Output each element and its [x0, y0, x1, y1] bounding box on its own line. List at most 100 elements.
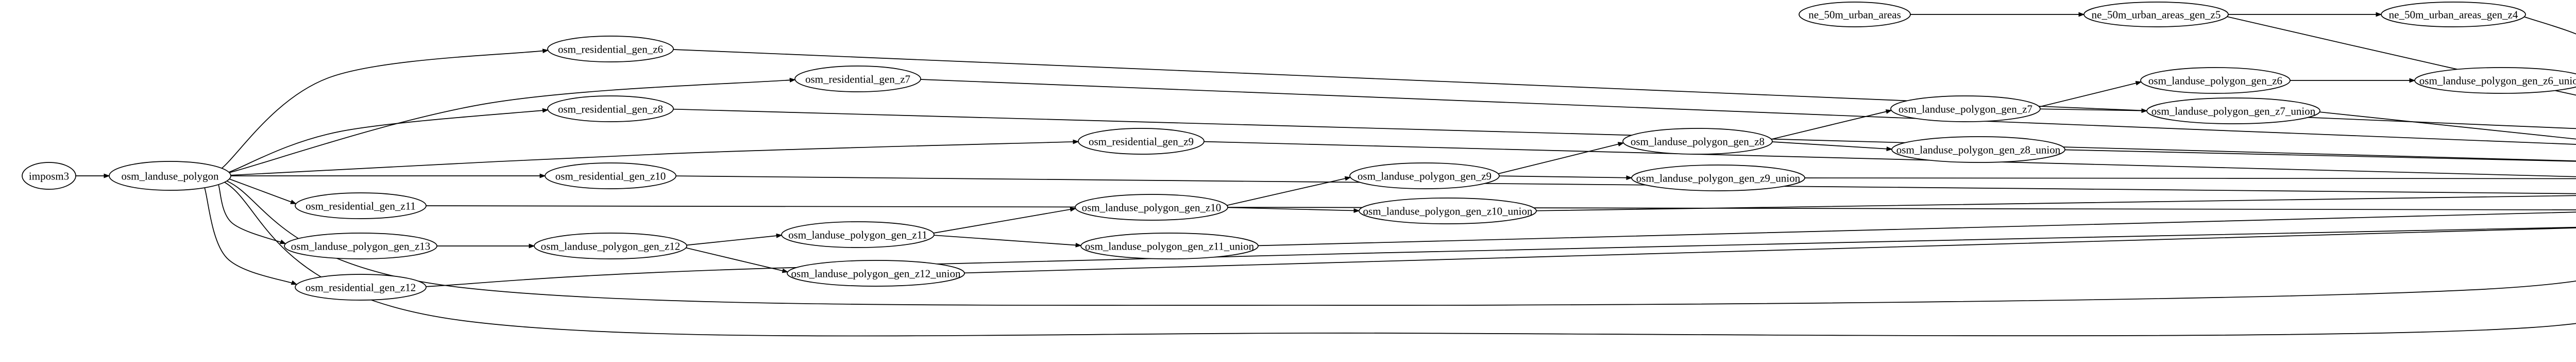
osm_landuse_polygon_gen_z13-label: osm_landuse_polygon_gen_z13	[291, 240, 431, 252]
osm_landuse_polygon_gen_z8-ellipse	[1622, 128, 1773, 155]
edge-osm_landuse_polygon-to-osm_residential_gen_z7	[229, 77, 796, 173]
node-imposm3: imposm3	[22, 162, 76, 190]
node-osm_landuse_polygon_gen_z6: osm_landuse_polygon_gen_z6	[2140, 67, 2291, 94]
node-osm_residential_gen_z6: osm_residential_gen_z6	[547, 36, 674, 62]
osm_landuse_polygon_gen_z8-label: osm_landuse_polygon_gen_z8	[1631, 135, 1765, 147]
node-osm_landuse_polygon_gen_z12: osm_landuse_polygon_gen_z12	[534, 233, 687, 259]
node-osm_landuse_polygon_gen_z12_union: osm_landuse_polygon_gen_z12_union	[787, 260, 965, 287]
osm_landuse_polygon_gen_z13-ellipse	[284, 233, 437, 259]
edge-osm_landuse_polygon_gen_z11-to-osm_landuse_polygon_gen_z10	[933, 207, 1077, 234]
osm_residential_gen_z9-label: osm_residential_gen_z9	[1089, 135, 1194, 147]
node-osm_residential_gen_z11: osm_residential_gen_z11	[295, 192, 427, 219]
node-osm_residential_gen_z9: osm_residential_gen_z9	[1078, 128, 1205, 155]
edge-osm_landuse_polygon_gen_z8-to-osm_landuse_polygon_gen_z8_union	[1772, 141, 1893, 152]
osm_residential_gen_z12-label: osm_residential_gen_z12	[306, 281, 416, 293]
osm_landuse_polygon_gen_z10-ellipse	[1075, 194, 1228, 221]
osm_landuse_polygon_gen_z7-ellipse	[1890, 95, 2041, 122]
osm_landuse_polygon_gen_z11_union-label: osm_landuse_polygon_gen_z11_union	[1085, 240, 1255, 252]
osm_landuse_polygon-ellipse	[109, 161, 231, 191]
node-osm_residential_gen_z7: osm_residential_gen_z7	[794, 65, 921, 92]
edge-osm_landuse_polygon-to-osm_residential_gen_z12	[204, 187, 298, 285]
node-osm_landuse_polygon_gen_z10: osm_landuse_polygon_gen_z10	[1075, 194, 1228, 221]
osm_landuse_polygon_gen_z9_union-ellipse	[1631, 164, 1805, 191]
osm_landuse_polygon_gen_z8_union-label: osm_landuse_polygon_gen_z8_union	[1896, 143, 2061, 156]
edge-osm_landuse_polygon_gen_z12_union-to-layer_landuse-z12	[964, 227, 2576, 274]
ne_50m_urban_areas_gen_z5-label: ne_50m_urban_areas_gen_z5	[2092, 8, 2221, 21]
edge-osm_landuse_polygon-to-osm_landuse_polygon_gen_z13	[218, 184, 286, 244]
edge-osm_landuse_polygon_gen_z7-to-osm_landuse_polygon_gen_z6	[2039, 80, 2142, 108]
osm_landuse_polygon_gen_z12_union-label: osm_landuse_polygon_gen_z12_union	[791, 267, 961, 279]
edge-osm_residential_gen_z12-to-layer_landuse-z12	[426, 226, 2576, 287]
edge-osm_landuse_polygon_gen_z10-to-osm_landuse_polygon_gen_z9	[1227, 176, 1351, 206]
node-osm_landuse_polygon_gen_z8: osm_landuse_polygon_gen_z8	[1622, 128, 1773, 155]
node-osm_landuse_polygon_gen_z9_union: osm_landuse_polygon_gen_z9_union	[1631, 164, 1805, 191]
osm_landuse_polygon_gen_z6_union-label: osm_landuse_polygon_gen_z6_union	[2419, 74, 2576, 87]
osm_residential_gen_z10-label: osm_residential_gen_z10	[555, 170, 666, 182]
node-osm_landuse_polygon_gen_z7: osm_landuse_polygon_gen_z7	[1890, 95, 2041, 122]
osm_landuse_polygon_gen_z7_union-label: osm_landuse_polygon_gen_z7_union	[2151, 105, 2316, 117]
osm_residential_gen_z6-label: osm_residential_gen_z6	[558, 43, 663, 55]
node-osm_landuse_polygon_gen_z11: osm_landuse_polygon_gen_z11	[781, 221, 935, 248]
osm_landuse_polygon_gen_z11-label: osm_landuse_polygon_gen_z11	[788, 228, 927, 241]
osm_residential_gen_z7-label: osm_residential_gen_z7	[805, 73, 910, 85]
osm_landuse_polygon_gen_z9-ellipse	[1349, 162, 1500, 189]
osm_landuse_polygon_gen_z12-label: osm_landuse_polygon_gen_z12	[541, 240, 681, 252]
node-osm_landuse_polygon_gen_z11_union: osm_landuse_polygon_gen_z11_union	[1080, 233, 1259, 259]
node-osm_landuse_polygon_gen_z7_union: osm_landuse_polygon_gen_z7_union	[2146, 97, 2320, 124]
edge-osm_landuse_polygon_gen_z10_union-to-layer_landuse-z10	[1536, 195, 2576, 211]
osm_residential_gen_z6-ellipse	[547, 36, 674, 62]
edge-osm_landuse_polygon-to-osm_residential_gen_z8	[228, 108, 549, 173]
node-osm_landuse_polygon_gen_z10_union: osm_landuse_polygon_gen_z10_union	[1359, 198, 1537, 224]
osm_landuse_polygon_gen_z9_union-label: osm_landuse_polygon_gen_z9_union	[1636, 172, 1801, 184]
node-osm_landuse_polygon_gen_z9: osm_landuse_polygon_gen_z9	[1349, 162, 1500, 189]
osm_residential_gen_z8-label: osm_residential_gen_z8	[558, 103, 663, 115]
node-ne_50m_urban_areas: ne_50m_urban_areas	[1799, 2, 1911, 27]
osm_landuse_polygon_gen_z12-ellipse	[534, 233, 687, 259]
edge-ne_50m_urban_areas_gen_z4-to-layer_landuse-z4	[2524, 16, 2576, 35]
ne_50m_urban_areas-label: ne_50m_urban_areas	[1808, 8, 1901, 21]
edge-osm_landuse_polygon-to-layer_landuse-z14+	[224, 182, 2576, 337]
edge-osm_landuse_polygon-to-osm_residential_gen_z6	[221, 48, 549, 169]
ne_50m_urban_areas_gen_z5-ellipse	[2083, 2, 2229, 27]
edge-osm_landuse_polygon_gen_z9_union-to-layer_landuse-z9	[1804, 177, 2576, 179]
osm_landuse_polygon_gen_z8_union-ellipse	[1891, 136, 2065, 163]
edge-osm_residential_gen_z7-to-layer_landuse-z7	[920, 79, 2576, 145]
edge-osm_landuse_polygon-to-osm_residential_gen_z11	[229, 178, 297, 204]
osm_landuse_polygon_gen_z7_union-ellipse	[2146, 97, 2320, 124]
edge-osm_landuse_polygon_gen_z12-to-osm_landuse_polygon_gen_z12_union	[686, 247, 789, 273]
osm_landuse_polygon_gen_z6_union-ellipse	[2414, 67, 2576, 94]
node-osm_residential_gen_z12: osm_residential_gen_z12	[295, 274, 427, 301]
osm_residential_gen_z9-ellipse	[1078, 128, 1205, 155]
edge-osm_landuse_polygon_gen_z8_union-to-layer_landuse-z8	[2064, 149, 2576, 162]
osm_landuse_polygon_gen_z11_union-ellipse	[1080, 233, 1259, 259]
osm_landuse_polygon_gen_z10-label: osm_landuse_polygon_gen_z10	[1082, 201, 1222, 213]
osm_landuse_polygon_gen_z6-ellipse	[2140, 67, 2291, 94]
edge-osm_landuse_polygon_gen_z9-to-osm_landuse_polygon_gen_z8	[1498, 142, 1624, 174]
node-osm_landuse_polygon_gen_z8_union: osm_landuse_polygon_gen_z8_union	[1891, 136, 2065, 163]
ne_50m_urban_areas-ellipse	[1799, 2, 1911, 27]
node-osm_residential_gen_z8: osm_residential_gen_z8	[547, 95, 674, 122]
osm_landuse_polygon_gen_z9-label: osm_landuse_polygon_gen_z9	[1358, 170, 1492, 182]
imposm3-ellipse	[22, 162, 76, 190]
edge-osm_landuse_polygon_gen_z8-to-osm_landuse_polygon_gen_z7	[1771, 109, 1892, 140]
node-osm_residential_gen_z10: osm_residential_gen_z10	[545, 162, 676, 189]
node-osm_landuse_polygon_gen_z13: osm_landuse_polygon_gen_z13	[284, 233, 437, 259]
osm_landuse_polygon_gen_z11-ellipse	[781, 221, 935, 248]
node-ne_50m_urban_areas_gen_z4: ne_50m_urban_areas_gen_z4	[2381, 2, 2526, 27]
edge-osm_landuse_polygon-to-layer_landuse-z13	[226, 180, 2576, 306]
edge-layer	[75, 12, 2576, 337]
osm_landuse_polygon-label: osm_landuse_polygon	[122, 170, 219, 182]
edge-osm_landuse_polygon_gen_z10-to-osm_landuse_polygon_gen_z10_union	[1227, 207, 1360, 213]
node-osm_landuse_polygon: osm_landuse_polygon	[109, 161, 231, 191]
osm_residential_gen_z12-ellipse	[295, 274, 427, 301]
node-layer: imposm3 osm_landuse_polygon osm_residentia…	[22, 2, 2576, 301]
imposm3-label: imposm3	[29, 170, 69, 182]
edge-osm_landuse_polygon_gen_z11_union-to-layer_landuse-z11	[1258, 211, 2576, 246]
edge-osm_residential_gen_z11-to-layer_landuse-z11	[426, 205, 2576, 210]
edge-osm_residential_gen_z6-to-layer_landuse-z6	[673, 49, 2576, 129]
osm_landuse_polygon_gen_z6-label: osm_landuse_polygon_gen_z6	[2148, 74, 2282, 87]
edge-osm_landuse_polygon_gen_z11-to-osm_landuse_polygon_gen_z11_union	[934, 235, 1082, 248]
osm_residential_gen_z7-ellipse	[794, 65, 921, 92]
edge-osm_landuse_polygon_gen_z12-to-osm_landuse_polygon_gen_z11	[686, 233, 783, 246]
